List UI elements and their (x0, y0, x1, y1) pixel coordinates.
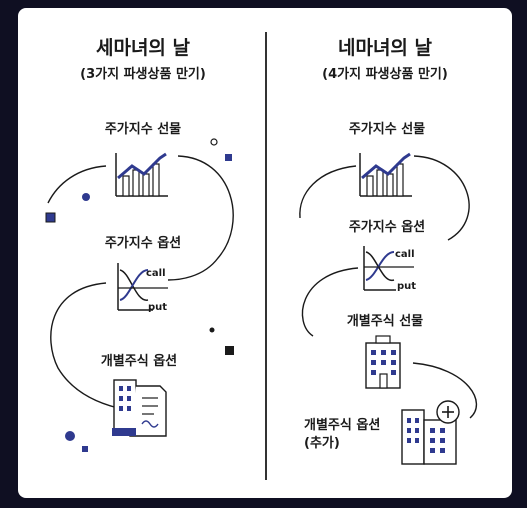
diagram-artwork: call put call put (45, 138, 478, 465)
left-dot-4 (65, 431, 75, 441)
left-chart-icon (115, 152, 168, 197)
right-building-icon (365, 335, 401, 389)
left-dot-1 (210, 138, 218, 146)
right-connector-4 (412, 362, 478, 419)
left-option-curve-icon (117, 263, 168, 311)
right-item-label-2: 주가지수 옵션 (348, 220, 426, 235)
right-item-label-3: 개별주식 선물 (346, 314, 424, 329)
left-square-1 (225, 154, 232, 161)
left-connector-2 (47, 165, 107, 204)
right-item-label-4-suffix: (추가) (304, 436, 340, 451)
center-divider (265, 32, 267, 480)
right-connector-1 (413, 155, 470, 241)
left-item-label-2: 주가지수 옵션 (104, 236, 182, 251)
right-put-label: put (397, 281, 416, 292)
right-subtitle: (4가지 파생상품 만기) (322, 67, 448, 82)
infographic-card: call put call put 세마녀의 날 (3가지 파생상품 만기) 주… (18, 8, 512, 498)
left-square-3 (225, 346, 234, 355)
left-square-4 (82, 446, 88, 452)
right-building-plus-icon (401, 400, 460, 465)
left-dot-2 (82, 193, 90, 201)
left-dot-3 (209, 327, 215, 333)
left-item-label-1: 주가지수 선물 (104, 122, 182, 137)
left-title: 세마녀의 날 (95, 37, 190, 59)
left-item-label-3: 개별주식 옵션 (100, 354, 178, 369)
left-connector-1 (167, 155, 234, 281)
right-call-label: call (395, 249, 415, 260)
right-title: 네마녀의 날 (337, 37, 432, 59)
right-option-curve-icon (363, 246, 414, 291)
right-connector-3 (301, 267, 359, 337)
left-building-document-icon (112, 379, 167, 437)
right-connector-2 (299, 165, 357, 219)
left-call-label: call (146, 268, 166, 279)
left-connector-3 (50, 282, 119, 409)
right-item-label-1: 주가지수 선물 (348, 122, 426, 137)
left-put-label: put (148, 302, 167, 313)
left-square-2 (45, 212, 56, 223)
right-item-label-4: 개별주식 옵션 (304, 418, 381, 433)
right-chart-icon (359, 152, 412, 197)
left-subtitle: (3가지 파생상품 만기) (80, 67, 206, 82)
